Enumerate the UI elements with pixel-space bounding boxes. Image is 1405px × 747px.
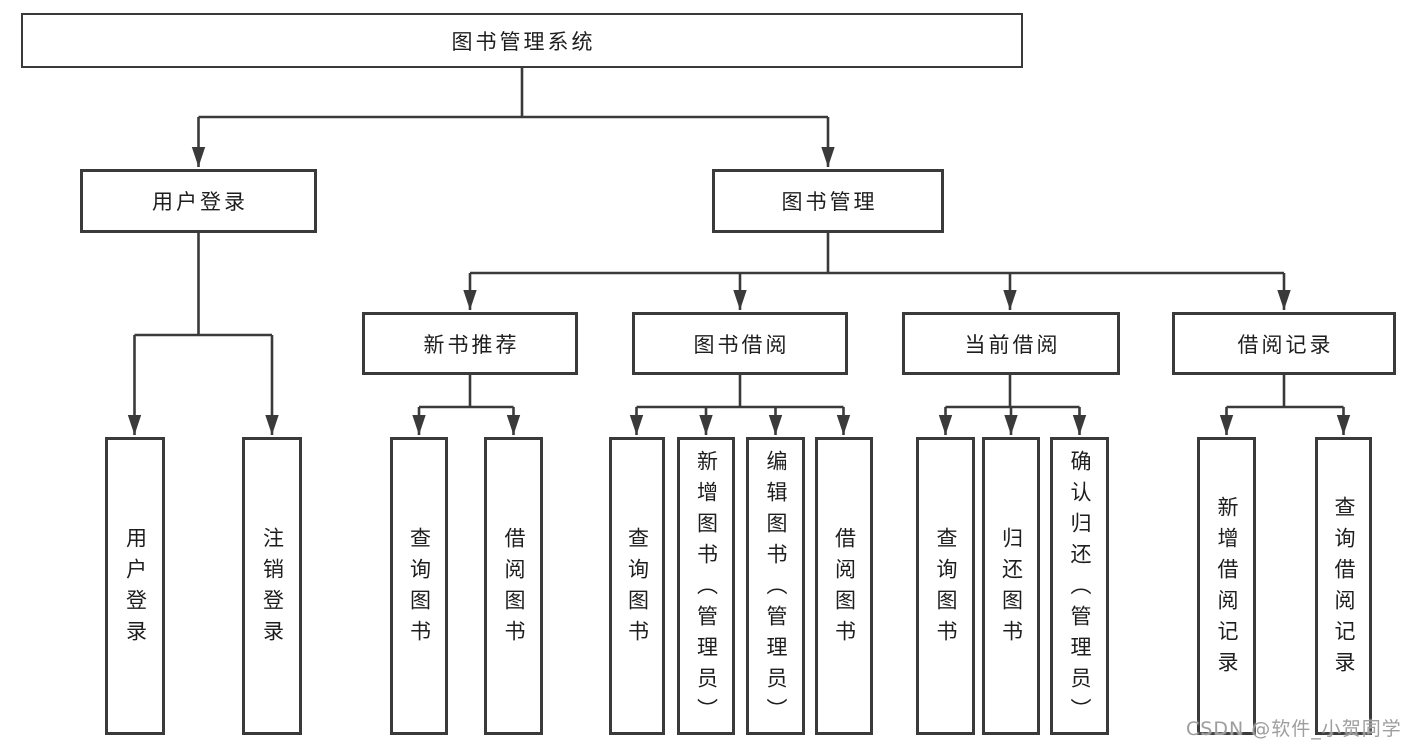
- leaf-user-login: 用户登录: [105, 437, 165, 735]
- node-borrowing-records: 借阅记录: [1172, 312, 1396, 375]
- node-book-management: 图书管理: [712, 169, 944, 233]
- leaf-logout: 注销登录: [242, 437, 302, 735]
- node-new-book-recommend: 新书推荐: [362, 312, 578, 375]
- edge-current-split: [945, 375, 1080, 409]
- csdn-watermark: CSDN @软件_小贺同学: [1186, 718, 1402, 740]
- leaf-add-borrow-record: 新增借阅记录: [1197, 437, 1256, 735]
- node-book-borrowing: 图书借阅: [632, 312, 848, 375]
- leaf-borrow-books-recommend: 借阅图书: [484, 437, 543, 735]
- leaf-query-books-borrowing: 查询图书: [609, 437, 665, 735]
- edge-bookmgmt-split: [470, 233, 1284, 275]
- node-root-library-system: 图书管理系统: [21, 13, 1023, 68]
- edge-root-to-level1: [198, 68, 828, 119]
- edge-userlogin-split: [134, 233, 272, 337]
- node-current-borrowing: 当前借阅: [902, 312, 1120, 375]
- leaf-query-books-recommend: 查询图书: [390, 437, 448, 735]
- edge-records-split: [1226, 375, 1344, 409]
- leaf-query-borrow-record: 查询借阅记录: [1315, 437, 1372, 735]
- leaf-add-books-admin: 新增图书（管理员）: [677, 437, 735, 735]
- node-user-login: 用户登录: [80, 169, 317, 233]
- leaf-query-books-current: 查询图书: [916, 437, 975, 735]
- leaf-borrow-books-borrowing: 借阅图书: [815, 437, 873, 735]
- edge-newbook-split: [419, 375, 514, 409]
- leaf-edit-books-admin: 编辑图书（管理员）: [746, 437, 805, 735]
- edge-borrow-split: [636, 375, 844, 409]
- leaf-return-books: 归还图书: [982, 437, 1040, 735]
- leaf-confirm-return-admin: 确认归还（管理员）: [1050, 437, 1109, 735]
